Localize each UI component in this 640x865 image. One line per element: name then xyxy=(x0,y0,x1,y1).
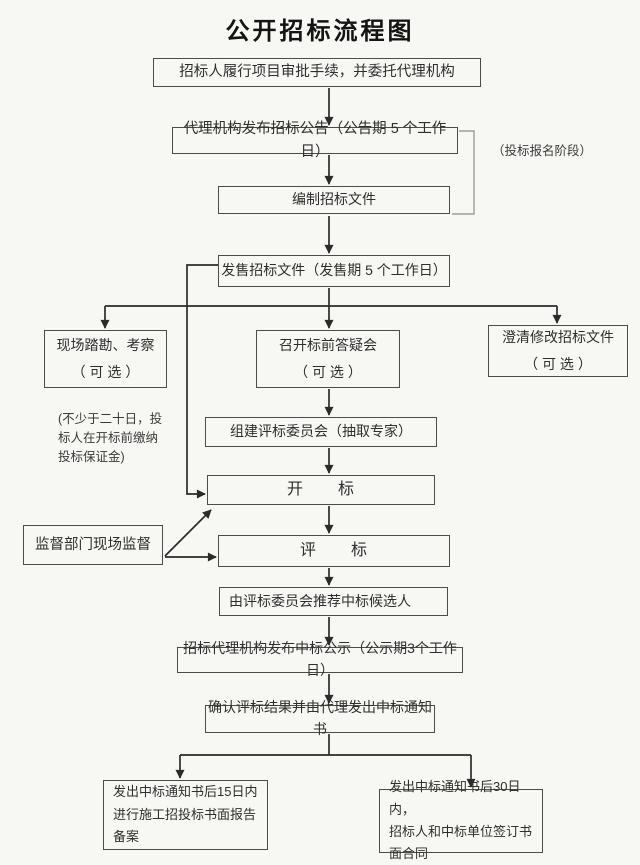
edge-sell-bid-opening xyxy=(186,264,218,499)
node-filing: 发出中标通知书后15日内 进行施工招投标书面报告 备案 xyxy=(103,780,268,850)
node-contract: 发出中标通知书后30日内， 招标人和中标单位签订书 面合同 xyxy=(379,779,543,861)
node-bid-opening: 开 标 xyxy=(207,475,435,505)
node-confirm-notice: 确认评标结果并由代理发出中标通知书 xyxy=(205,699,435,737)
node-prepare-docs: 编制招标文件 xyxy=(218,186,450,214)
edge-supervision-opening xyxy=(164,509,212,557)
node-committee: 组建评标委员会（抽取专家） xyxy=(205,417,437,447)
node-recommend: 由评标委员会推荐中标候选人 xyxy=(219,587,448,616)
node-qa-meeting: 召开标前答疑会 （ 可 选 ） xyxy=(256,330,400,388)
node-site-visit: 现场踏勘、考察 （ 可 选 ） xyxy=(44,330,167,388)
node-evaluation: 评 标 xyxy=(218,535,450,567)
node-announcement: 代理机构发布招标公告（公告期 5 个工作日） xyxy=(172,121,458,160)
node-sell-docs: 发售招标文件（发售期 5 个工作日） xyxy=(218,255,450,287)
note-registration-phase: （投标报名阶段） xyxy=(492,144,593,158)
node-supervision: 监督部门现场监督 xyxy=(23,525,163,565)
node-clarify-docs: 澄清修改招标文件 （ 可 选 ） xyxy=(488,325,628,377)
page-title: 公开招标流程图 xyxy=(225,18,415,45)
node-approval: 招标人履行项目审批手续，并委托代理机构 xyxy=(153,58,481,87)
node-publicity: 招标代理机构发布中标公示（公示期3个工作日） xyxy=(177,640,463,678)
note-deposit: (不少于二十日，投 标人在开标前缴纳 投标保证金) xyxy=(58,412,163,464)
